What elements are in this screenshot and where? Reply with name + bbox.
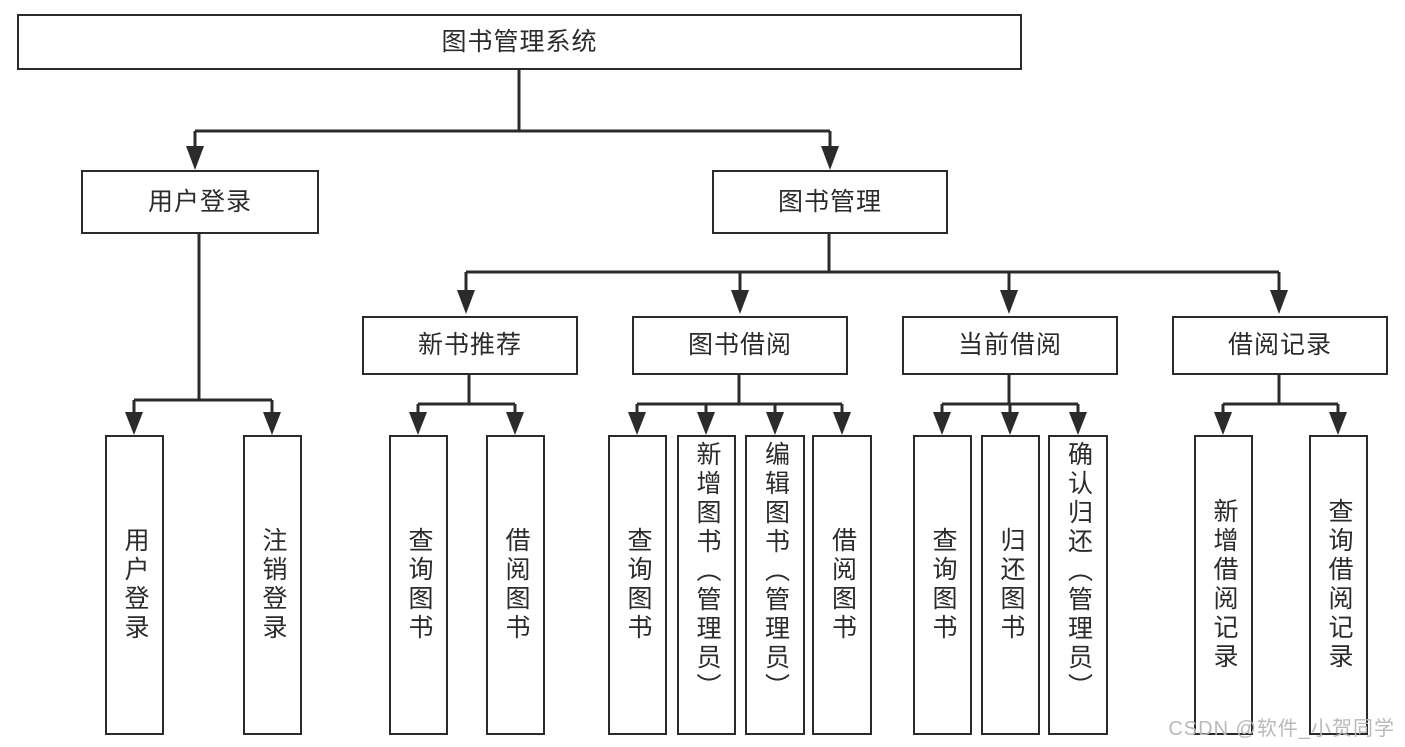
node-book-borrow[interactable]: 图书借阅 [632, 316, 848, 375]
node-label: 归还图书 [997, 527, 1025, 643]
node-book-management[interactable]: 图书管理 [712, 170, 948, 234]
node-label: 图书管理系统 [441, 27, 598, 56]
node-label: 新增借阅记录 [1210, 498, 1238, 672]
leaf-borrow-query-book[interactable]: 查询图书 [608, 435, 667, 735]
node-label: 编辑图书（管理员） [761, 441, 790, 702]
leaf-current-return-book[interactable]: 归还图书 [981, 435, 1040, 735]
node-label: 注销登录 [259, 527, 287, 643]
node-label: 借阅记录 [1227, 331, 1332, 359]
node-label: 查询借阅记录 [1325, 498, 1353, 672]
leaf-current-confirm-return-admin[interactable]: 确认归还（管理员） [1048, 435, 1108, 735]
node-label: 查询图书 [929, 527, 957, 643]
leaf-borrow-add-book-admin[interactable]: 新增图书（管理员） [677, 435, 736, 735]
node-root-system[interactable]: 图书管理系统 [17, 14, 1022, 70]
leaf-borrow-borrow-book[interactable]: 借阅图书 [812, 435, 872, 735]
node-borrow-record[interactable]: 借阅记录 [1172, 316, 1388, 375]
node-new-book-recommend[interactable]: 新书推荐 [362, 316, 578, 375]
node-label: 借阅图书 [502, 527, 530, 643]
node-label: 用户登录 [147, 187, 252, 216]
leaf-recommend-query-book[interactable]: 查询图书 [389, 435, 448, 735]
node-current-borrow[interactable]: 当前借阅 [902, 316, 1118, 375]
leaf-record-add-record[interactable]: 新增借阅记录 [1194, 435, 1253, 735]
leaf-user-login-login[interactable]: 用户登录 [105, 435, 164, 735]
node-label: 用户登录 [121, 527, 149, 643]
leaf-recommend-borrow-book[interactable]: 借阅图书 [486, 435, 545, 735]
leaf-record-query-record[interactable]: 查询借阅记录 [1309, 435, 1368, 735]
node-label: 确认归还（管理员） [1064, 441, 1093, 702]
leaf-user-login-logout[interactable]: 注销登录 [243, 435, 302, 735]
node-label: 新增图书（管理员） [693, 441, 721, 702]
node-label: 新书推荐 [417, 331, 522, 359]
node-label: 图书借阅 [687, 331, 792, 359]
node-label: 图书管理 [777, 187, 882, 216]
watermark-text: CSDN @软件_小贺同学 [1168, 718, 1395, 740]
node-label: 借阅图书 [828, 527, 857, 643]
node-user-login[interactable]: 用户登录 [81, 170, 319, 234]
leaf-current-query-book[interactable]: 查询图书 [913, 435, 972, 735]
node-label: 查询图书 [405, 527, 433, 643]
leaf-borrow-edit-book-admin[interactable]: 编辑图书（管理员） [745, 435, 805, 735]
node-label: 当前借阅 [957, 331, 1062, 359]
node-label: 查询图书 [624, 527, 652, 643]
